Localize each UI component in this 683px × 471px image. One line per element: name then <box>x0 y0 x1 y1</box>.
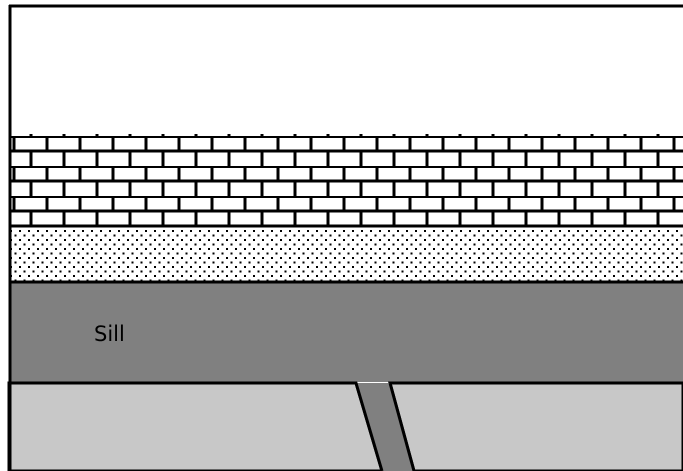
country-rock-left-block <box>9 383 382 471</box>
surface-layer <box>9 6 683 134</box>
sill-label: Sill <box>94 322 125 346</box>
sandstone-layer <box>9 228 683 281</box>
limestone-layer <box>9 134 683 226</box>
country-rock-right-block <box>390 383 683 471</box>
